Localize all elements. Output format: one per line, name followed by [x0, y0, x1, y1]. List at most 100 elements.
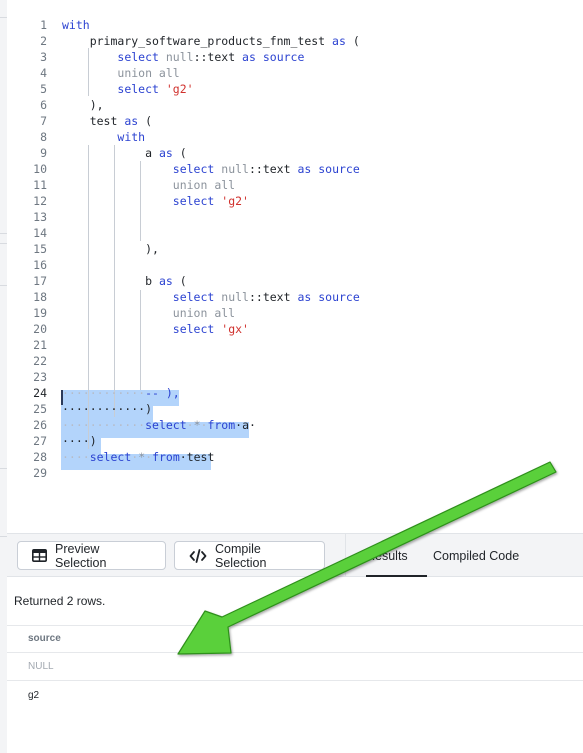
code-line[interactable]: 25············)	[7, 401, 583, 417]
code-token: source	[318, 162, 360, 176]
code-token: select	[145, 418, 187, 432]
code-line[interactable]: 10 select null::text as source	[7, 161, 583, 177]
indent-guide	[88, 48, 89, 96]
code-token	[62, 290, 173, 304]
code-token: from	[152, 450, 180, 464]
line-number: 2	[40, 34, 47, 48]
code-token: ),	[62, 242, 159, 256]
code-text: union all	[62, 65, 179, 81]
selection-highlight	[61, 454, 211, 470]
code-token: ·test	[179, 450, 215, 464]
code-text: ············-- ),	[62, 385, 180, 401]
code-line[interactable]: 23	[7, 369, 583, 385]
code-token: union all	[172, 178, 236, 192]
code-line[interactable]: 4 union all	[7, 65, 583, 81]
code-token: as	[297, 162, 312, 176]
code-line[interactable]: 9 a as (	[7, 145, 583, 161]
code-line[interactable]: 28····select·*·from·test	[7, 449, 583, 465]
code-token: (	[172, 146, 187, 160]
code-token	[256, 50, 263, 64]
code-token: ·a·	[235, 418, 256, 432]
code-line[interactable]: 26 ············select·*·from·a·	[7, 417, 583, 433]
code-line[interactable]: 14	[7, 225, 583, 241]
code-token: source	[262, 50, 305, 64]
line-number: 19	[33, 306, 47, 320]
code-text: select 'g2'	[62, 193, 249, 209]
code-token: with	[62, 18, 90, 32]
code-text: ),	[62, 241, 159, 257]
code-text: with	[62, 129, 145, 145]
code-token: a	[62, 146, 159, 160]
code-text: select 'g2'	[62, 81, 193, 97]
code-token: select	[172, 290, 215, 304]
gutter-divider	[0, 17, 7, 18]
line-number: 28	[33, 450, 47, 464]
code-line[interactable]: 16	[7, 257, 583, 273]
code-text: a as (	[62, 145, 187, 161]
code-text: ············select·*·from·a·	[62, 417, 256, 433]
code-token	[62, 130, 117, 144]
code-line[interactable]: 22	[7, 353, 583, 369]
code-line[interactable]: 29	[7, 465, 583, 481]
code-line[interactable]: 6 ),	[7, 97, 583, 113]
code-line[interactable]: 21	[7, 337, 583, 353]
text-cursor	[61, 390, 63, 405]
line-number: 9	[40, 146, 47, 160]
tab-compiled-code[interactable]: Compiled Code	[433, 534, 519, 577]
code-token: select	[117, 50, 159, 64]
code-line[interactable]: 20 select 'gx'	[7, 321, 583, 337]
code-token: ),	[62, 98, 104, 112]
selection-highlight	[61, 390, 179, 406]
code-text: union all	[62, 177, 235, 193]
code-line[interactable]: 12 select 'g2'	[7, 193, 583, 209]
code-line[interactable]: 13	[7, 209, 583, 225]
code-line[interactable]: 15 ),	[7, 241, 583, 257]
selection-highlight	[61, 422, 249, 438]
divider	[7, 625, 583, 626]
code-line[interactable]: 8 with	[7, 129, 583, 145]
code-line[interactable]: 7 test as (	[7, 113, 583, 129]
compile-selection-button[interactable]: Compile Selection	[174, 541, 325, 570]
line-number: 17	[33, 274, 47, 288]
code-token	[62, 178, 173, 192]
code-token: ·	[186, 418, 194, 432]
line-number: 29	[33, 466, 47, 480]
compile-selection-label: Compile Selection	[215, 541, 267, 570]
row-count-text: Returned 2 rows.	[14, 594, 106, 608]
code-token: as	[242, 50, 256, 64]
code-token: source	[318, 290, 360, 304]
code-line[interactable]: 27····)	[7, 433, 583, 449]
preview-selection-button[interactable]: Preview Selection	[17, 541, 166, 570]
code-token: ::text	[248, 162, 298, 176]
selection-highlight	[61, 438, 101, 454]
code-token: as	[158, 146, 173, 160]
code-token: (	[138, 114, 153, 128]
code-token: select	[172, 322, 215, 336]
line-number: 26	[33, 418, 47, 432]
code-line[interactable]: 3 select null::text as source	[7, 49, 583, 65]
code-line[interactable]: 18 select null::text as source	[7, 289, 583, 305]
code-line[interactable]: 2 primary_software_products_fnm_test as …	[7, 33, 583, 49]
code-line[interactable]: 19 union all	[7, 305, 583, 321]
code-line[interactable]: 17 b as (	[7, 273, 583, 289]
code-token: null	[221, 162, 249, 176]
line-number: 23	[33, 370, 47, 384]
line-number: 7	[40, 114, 47, 128]
code-line[interactable]: 24············-- ),	[7, 385, 583, 401]
code-token: ·	[131, 450, 139, 464]
code-token: *	[193, 418, 201, 432]
gutter-divider	[0, 536, 7, 537]
gutter-divider	[0, 243, 7, 244]
code-line[interactable]: 11 union all	[7, 177, 583, 193]
code-token	[62, 66, 117, 80]
gutter-divider	[0, 468, 7, 469]
code-token: union all	[172, 306, 236, 320]
code-line[interactable]: 5 select 'g2'	[7, 81, 583, 97]
code-brackets-icon	[189, 548, 207, 563]
code-token: primary_software_products_fnm_test	[62, 34, 333, 48]
code-token: null	[165, 50, 194, 64]
line-number: 3	[40, 50, 47, 64]
tab-results[interactable]: Results	[366, 534, 408, 577]
